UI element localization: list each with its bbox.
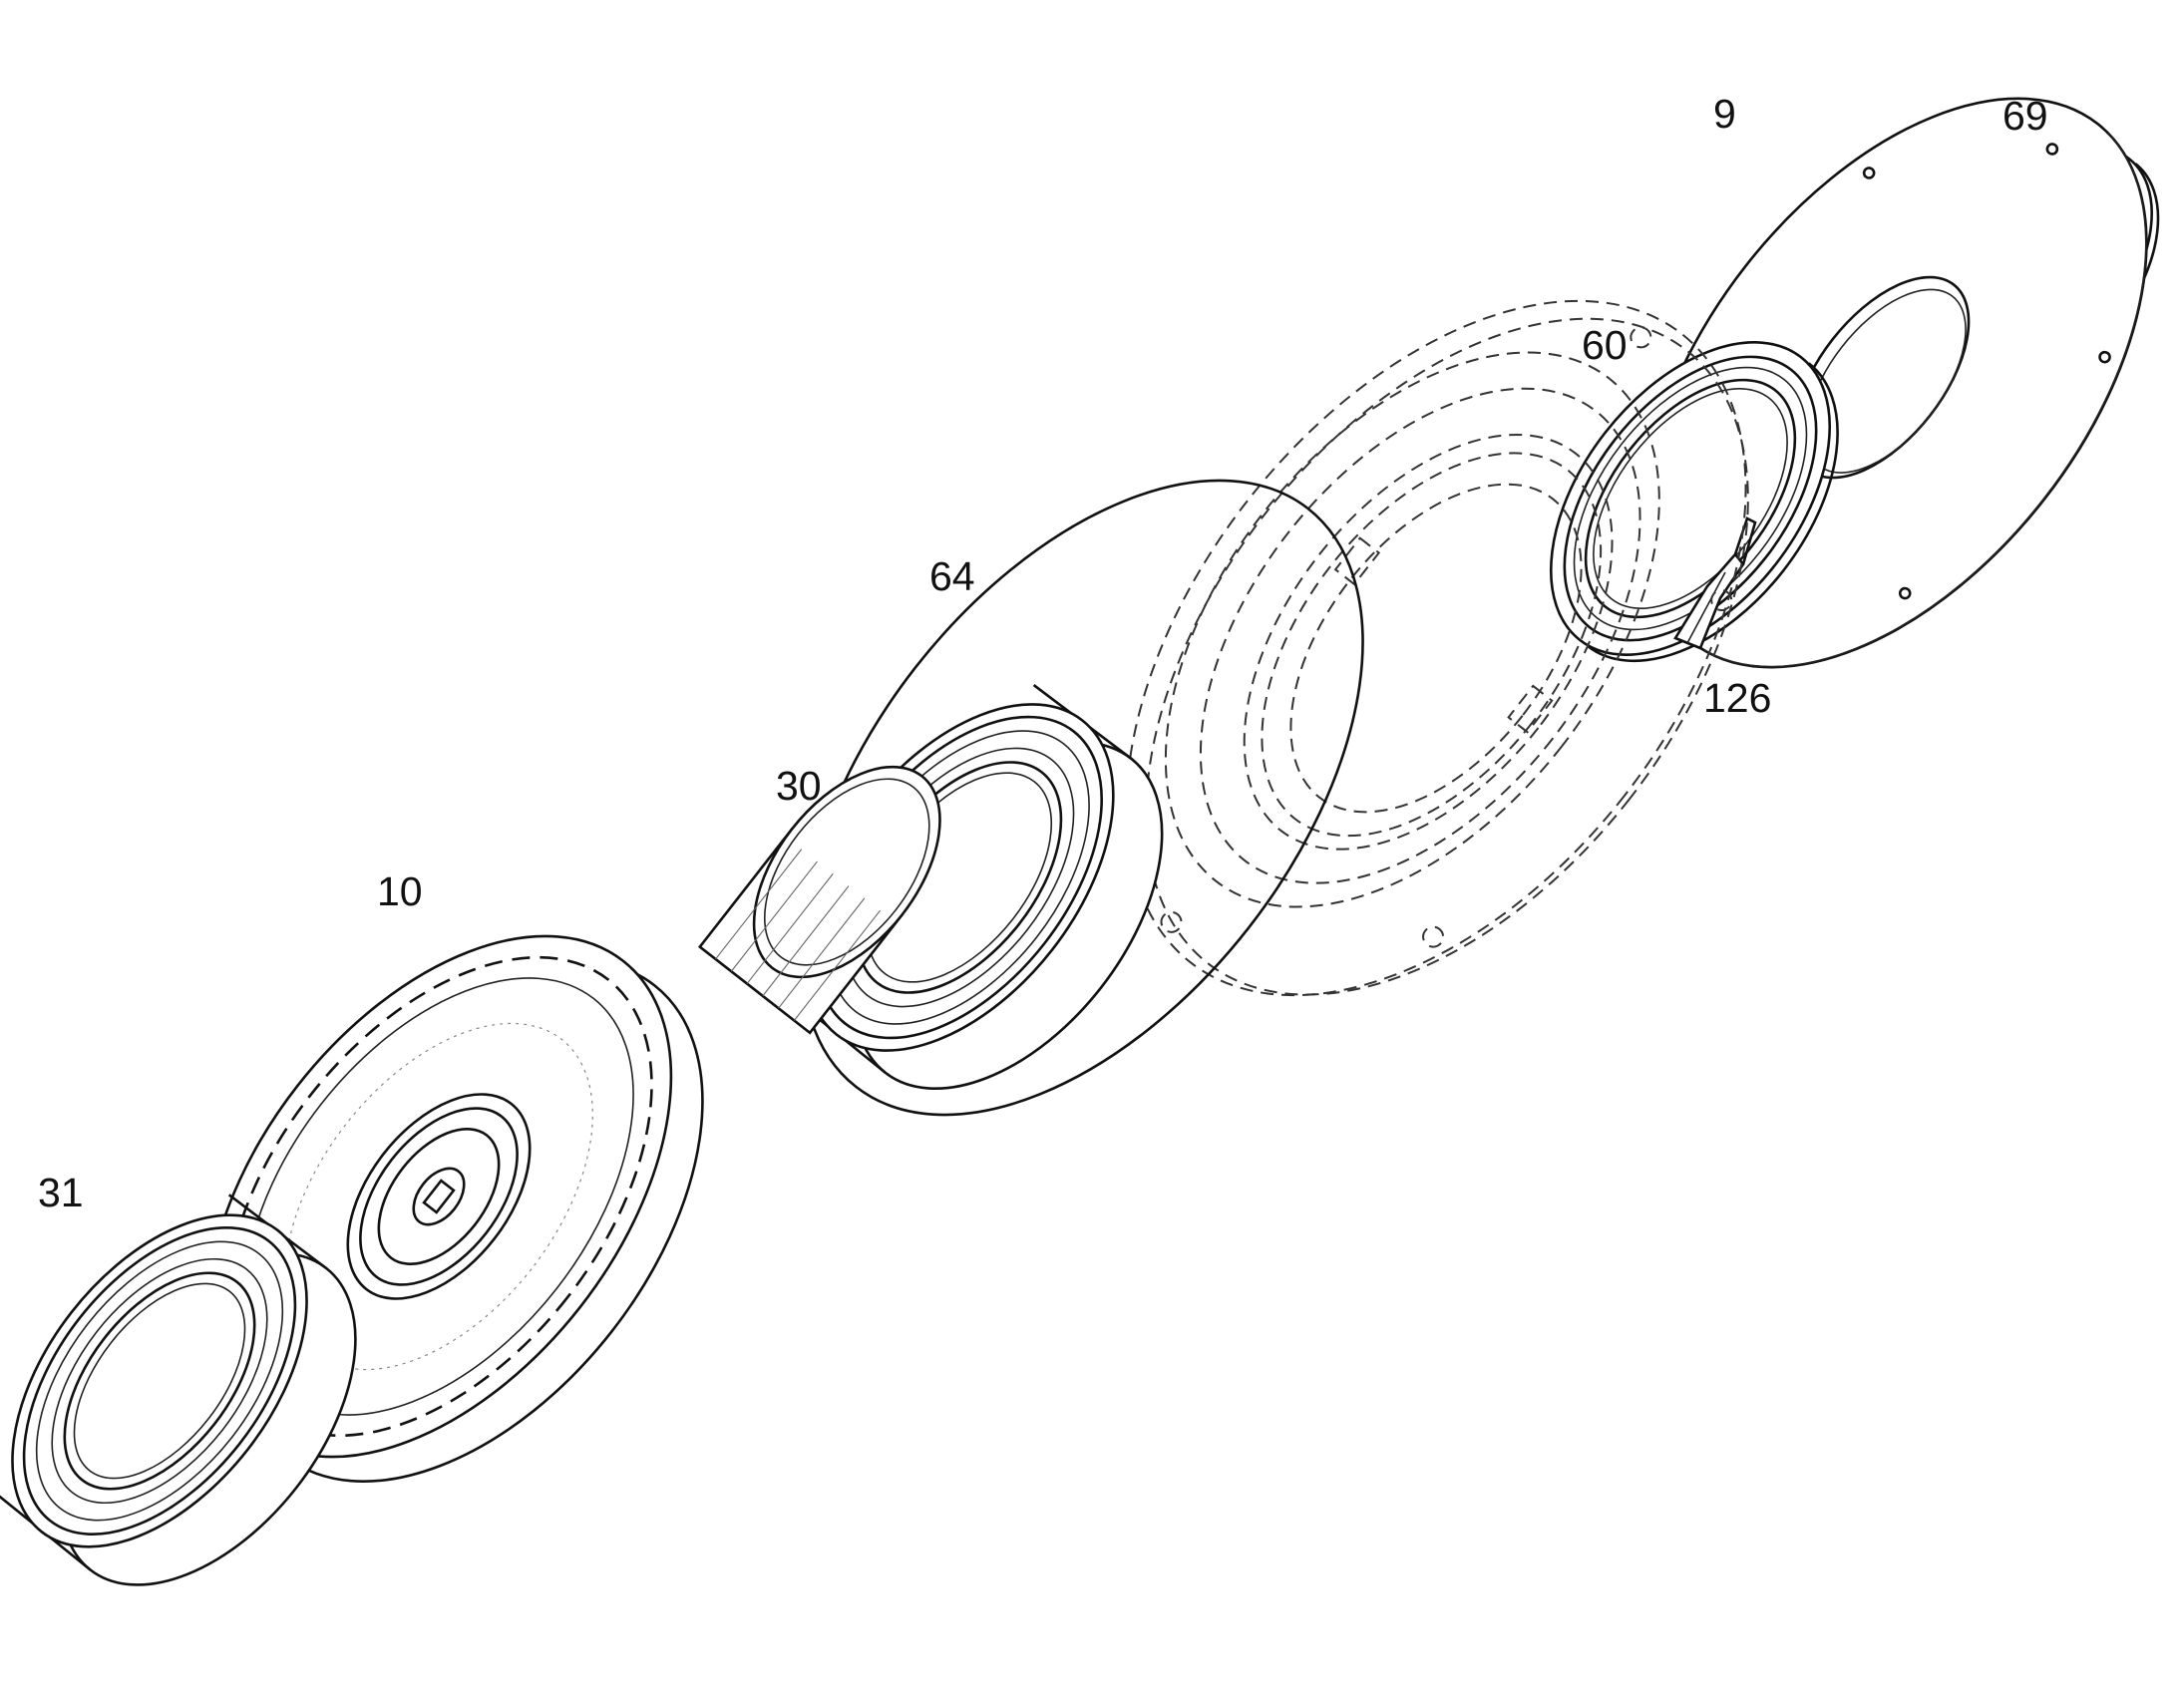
sealing-compound-tube-icon <box>1673 516 1757 650</box>
callout-part-30: 30 <box>776 763 822 809</box>
callout-part-60: 60 <box>1582 322 1628 368</box>
radial-seal-icon <box>1549 341 1839 663</box>
callout-part-31: 31 <box>38 1170 84 1215</box>
roller-bearing-icon <box>0 1194 357 1586</box>
callout-part-10: 10 <box>377 868 423 914</box>
o-ring-icon <box>800 479 1364 1117</box>
bearing-housing-phantom-icon <box>1125 299 1749 997</box>
callout-part-64: 64 <box>929 553 975 599</box>
callout-part-126: 126 <box>1703 675 1772 721</box>
callout-part-9: 9 <box>1713 91 1736 137</box>
callout-part-69: 69 <box>2002 93 2048 139</box>
